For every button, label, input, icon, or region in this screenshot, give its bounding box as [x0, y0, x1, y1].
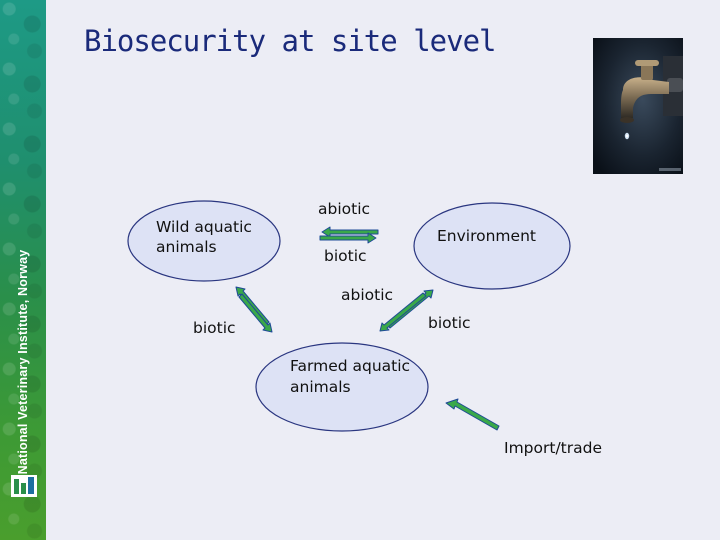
institute-logo [11, 475, 37, 497]
wild-animals-label-line1: Wild aquatic [156, 218, 252, 236]
institute-sidebar: National Veterinary Institute, Norway [0, 0, 46, 540]
edge-label-biotic-env-farmed: biotic [428, 314, 471, 332]
farmed-animals-node [255, 342, 429, 432]
environment-node [413, 202, 571, 290]
slide-title: Biosecurity at site level [84, 24, 496, 58]
wild-animals-node [127, 200, 281, 282]
farmed-animals-label-line1: Farmed aquatic [290, 357, 411, 375]
arrow-wild-to-environment [319, 232, 377, 244]
edge-label-abiotic-wild-env: abiotic [318, 200, 371, 218]
edge-label-biotic-wild-farmed: biotic [193, 319, 236, 337]
sidebar-texture [0, 0, 46, 540]
arrow-import-trade [445, 398, 500, 431]
farmed-animals-label-line2: animals [290, 378, 351, 396]
wild-animals-label-line2: animals [156, 238, 217, 256]
water-tap-photo [593, 38, 683, 174]
import-trade-label: Import/trade [504, 439, 602, 457]
arrow-environment-to-farmed [379, 292, 427, 332]
edge-label-biotic-wild-env: biotic [324, 247, 367, 265]
arrow-wild-to-farmed [238, 293, 273, 333]
environment-label: Environment [437, 227, 536, 245]
edge-label-abiotic-env-farmed: abiotic [341, 286, 394, 304]
